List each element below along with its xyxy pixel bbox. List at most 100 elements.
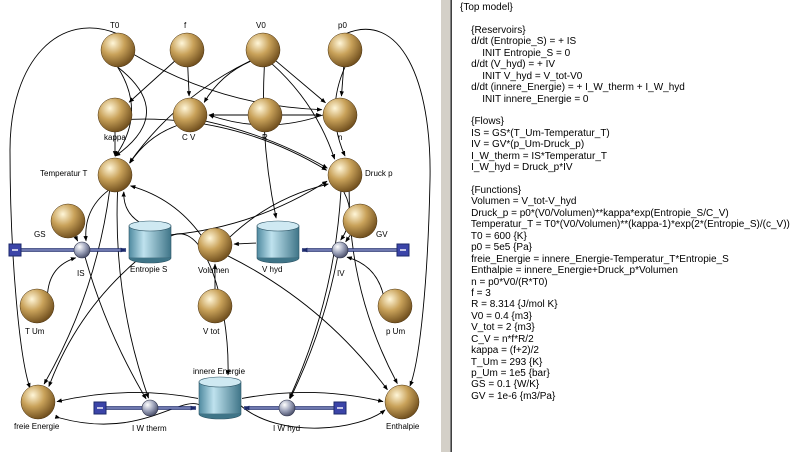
flow-label: IV — [337, 269, 345, 278]
aux-node-freie-energie[interactable]: freie Energie — [14, 384, 60, 431]
flow-node-i-w-hyd[interactable]: I W hyd — [273, 399, 300, 433]
aux-node-enthalpie[interactable]: Enthalpie — [384, 384, 420, 431]
connector-V0-C_V — [203, 60, 251, 103]
equation-line[interactable]: INIT Entropie_S = 0 — [460, 47, 571, 59]
equation-line[interactable]: {Flows} — [460, 116, 504, 128]
aux-label: p Um — [386, 327, 405, 336]
aux-label: GV — [376, 230, 388, 239]
aux-sphere-icon — [50, 203, 86, 239]
aux-node-n[interactable]: n — [322, 97, 358, 142]
aux-label: kappa — [104, 133, 126, 142]
equation-line[interactable]: freie_Energie = innere_Energie-Temperatu… — [460, 253, 729, 265]
connector-C_V-Druck_p — [205, 120, 328, 169]
equation-line[interactable]: INIT V_hyd = V_tot-V0 — [460, 70, 583, 82]
aux-node-r[interactable]: R — [247, 97, 283, 142]
equation-line[interactable]: T_Um = 293 {K} — [460, 356, 543, 368]
connector-C_V-Temperatur_T — [129, 125, 177, 164]
aux-label: GS — [34, 230, 46, 239]
flow-valve-icon — [141, 399, 159, 417]
reservoir-label: Entropie S — [130, 265, 167, 274]
connector-V0-n — [275, 60, 326, 104]
aux-node-gs[interactable]: GS — [34, 203, 86, 239]
equation-line[interactable]: {Functions} — [460, 185, 522, 196]
equation-line[interactable] — [452, 105, 800, 116]
aux-label: Temperatur T — [40, 169, 88, 178]
equation-line[interactable]: I_W_hyd = Druck_p*IV — [460, 162, 573, 174]
equation-line[interactable]: {Reservoirs} — [460, 24, 526, 36]
reservoir-label: V hyd — [262, 265, 282, 274]
connector-energie-enthalpie — [239, 404, 386, 429]
aux-node-t0[interactable]: T0 — [100, 21, 136, 68]
connector-Entropie_S-Temperatur_T — [121, 191, 141, 223]
equation-line[interactable]: T0 = 600 {K} — [460, 230, 527, 242]
connector-T_Um-IS — [47, 257, 77, 293]
connector-entropie-energie — [159, 233, 231, 376]
flow-node-iv[interactable]: IV — [331, 241, 349, 278]
aux-node-f[interactable]: f — [169, 21, 205, 68]
equation-line[interactable] — [452, 174, 800, 185]
equation-line[interactable]: p0 = 5e5 {Pa} — [460, 242, 533, 254]
equation-line[interactable]: d/dt (V_hyd) = + IV — [460, 59, 556, 71]
equation-line[interactable]: Temperatur_T = T0*(V0/Volumen)**(kappa-1… — [460, 219, 790, 231]
equation-line[interactable]: INIT innere_Energie = 0 — [460, 93, 589, 105]
aux-node-p0[interactable]: p0 — [327, 21, 363, 68]
equation-line[interactable]: I_W_therm = IS*Temperatur_T — [460, 150, 607, 162]
equation-line[interactable]: d/dt (innere_Energie) = + I_W_therm + I_… — [460, 82, 685, 94]
flow-node-is[interactable]: IS — [73, 241, 91, 278]
aux-node-gv[interactable]: GV — [342, 203, 388, 239]
splitter-handle[interactable] — [440, 0, 451, 452]
aux-sphere-icon — [245, 32, 281, 68]
aux-node-c-v[interactable]: C V — [172, 97, 208, 142]
flow-node-i-w-therm[interactable]: I W therm — [132, 399, 167, 433]
equation-line[interactable]: Druck_p = p0*(V0/Volumen)**kappa*exp(Ent… — [460, 207, 729, 219]
aux-node-t-um[interactable]: T Um — [19, 288, 55, 336]
connector-V0-V_hyd — [263, 66, 278, 219]
equation-line[interactable]: V_tot = 2 {m3} — [460, 322, 535, 334]
aux-node-temperatur-t[interactable]: Temperatur T — [40, 157, 133, 193]
equation-line[interactable]: V0 = 0.4 {m3} — [460, 310, 532, 322]
aux-node-kappa[interactable]: kappa — [97, 97, 133, 142]
aux-node-p-um[interactable]: p Um — [377, 288, 413, 336]
reservoir-node-v-hyd[interactable]: V hyd — [256, 220, 300, 274]
equation-editor[interactable]: {Top model} {Reservoirs} d/dt (Entropie_… — [451, 0, 800, 452]
aux-label: f — [184, 21, 187, 30]
tank-bottom-icon — [128, 257, 172, 264]
aux-node-druck-p[interactable]: Druck p — [327, 157, 393, 193]
reservoir-node-entropie-s[interactable]: Entropie S — [128, 220, 172, 274]
equation-line[interactable]: GS = 0.1 {W/K} — [460, 379, 540, 391]
aux-sphere-icon — [322, 97, 358, 133]
aux-sphere-icon — [342, 203, 378, 239]
equation-line[interactable]: Volumen = V_tot-V_hyd — [460, 196, 577, 208]
connector-kappa-Druck_p — [131, 118, 328, 171]
aux-sphere-icon — [197, 227, 233, 263]
equation-line[interactable]: {Top model} — [460, 2, 513, 13]
equation-line[interactable]: IV = GV*(p_Um-Druck_p) — [460, 139, 585, 151]
equation-line[interactable]: IS = GS*(T_Um-Temperatur_T) — [460, 127, 610, 139]
equation-line[interactable]: GV = 1e-6 {m3/Pa} — [460, 390, 556, 402]
equation-line[interactable]: kappa = (f+2)/2 — [460, 345, 539, 357]
aux-node-volumen[interactable]: Volumen — [197, 227, 233, 275]
equation-lines[interactable]: {Top model} {Reservoirs} d/dt (Entropie_… — [452, 0, 800, 402]
connector-GV-IV — [345, 234, 351, 243]
equation-line[interactable]: p_Um = 1e5 {bar} — [460, 368, 550, 379]
equation-line[interactable] — [452, 13, 800, 24]
aux-node-v-tot[interactable]: V tot — [197, 288, 233, 336]
equation-line[interactable]: f = 3 — [460, 287, 491, 299]
aux-node-v0[interactable]: V0 — [245, 21, 281, 68]
equation-line[interactable]: d/dt (Entropie_S) = + IS — [460, 36, 577, 48]
flow-label: I W hyd — [273, 424, 300, 433]
aux-sphere-icon — [327, 157, 363, 193]
tank-bottom-icon — [256, 257, 300, 264]
equation-line[interactable]: n = p0*V0/(R*T0) — [460, 276, 548, 288]
tank-body-icon — [256, 225, 300, 259]
equation-line[interactable]: C_V = n*f*R/2 — [460, 333, 534, 345]
equation-line[interactable]: Enthalpie = innere_Energie+Druck_p*Volum… — [460, 265, 678, 277]
aux-label: Volumen — [198, 266, 229, 275]
aux-sphere-icon — [247, 97, 283, 133]
aux-sphere-icon — [197, 288, 233, 324]
reservoir-node-innere-energie[interactable]: innere Energie — [193, 367, 246, 420]
flow-valve-icon — [73, 241, 91, 259]
connector-Temperatur_T-freie_Energie — [43, 191, 110, 385]
equation-line[interactable]: R = 8.314 {J/mol K} — [460, 299, 558, 311]
